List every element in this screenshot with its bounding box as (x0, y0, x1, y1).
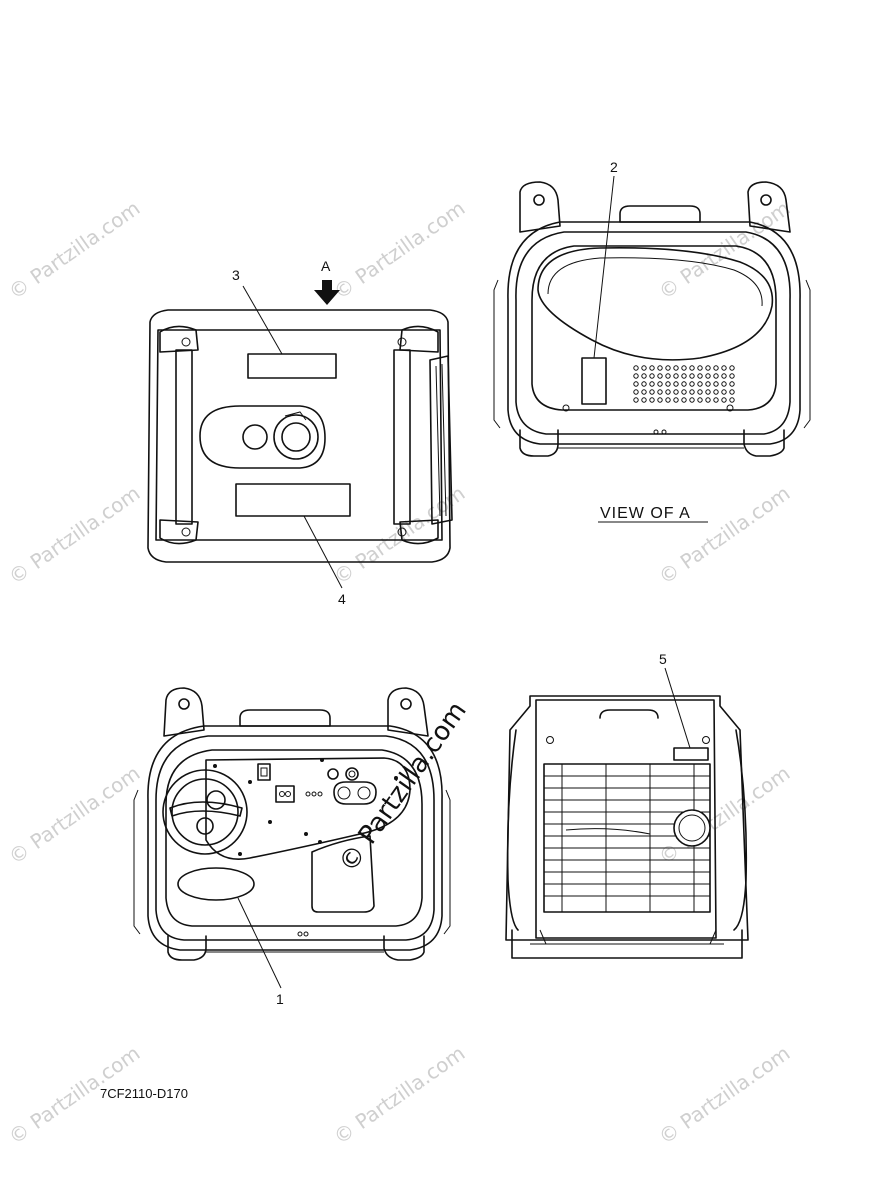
watermark: © Partzilla.com (329, 196, 469, 304)
watermark: © Partzilla.com (4, 196, 144, 304)
callout-2: 2 (610, 159, 618, 175)
watermark: © Partzilla.com (654, 481, 794, 589)
drawing-code: 7CF2110-D170 (100, 1086, 188, 1101)
arrow-down-icon (314, 280, 340, 305)
view-arrow: A (314, 258, 340, 305)
callout-4: 4 (338, 591, 346, 607)
exhaust-side-view-drawing (505, 667, 749, 959)
top-view-drawing (147, 285, 453, 589)
watermark: © Partzilla.com (654, 1041, 794, 1149)
callout-1: 1 (276, 991, 284, 1007)
control-panel-view-drawing (133, 687, 451, 989)
watermark: © Partzilla.com (654, 761, 794, 869)
watermark-large: © Partzilla.com (333, 696, 473, 878)
callout-3: 3 (232, 267, 240, 283)
arrow-label: A (321, 258, 331, 274)
watermark: © Partzilla.com (4, 481, 144, 589)
callout-5: 5 (659, 651, 667, 667)
view-of-a-drawing (493, 175, 811, 457)
watermark: © Partzilla.com (329, 1041, 469, 1149)
vent-grille (633, 365, 735, 403)
view-caption: VIEW OF A (600, 505, 691, 522)
watermark: © Partzilla.com (4, 761, 144, 869)
louver-slats (544, 764, 710, 912)
